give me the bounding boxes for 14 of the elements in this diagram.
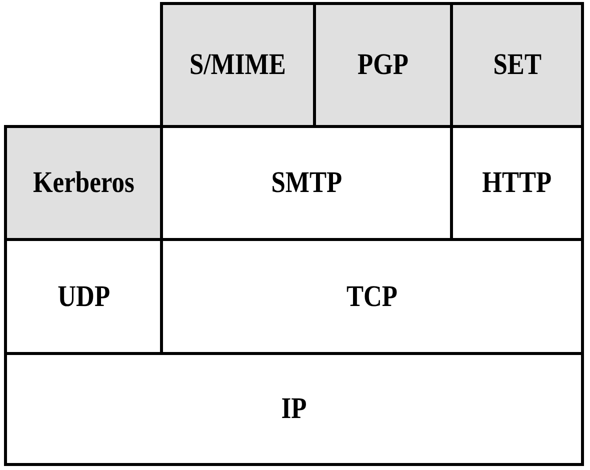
protocol-name: HTTP: [482, 166, 552, 200]
protocol-name: S/MIME: [190, 48, 286, 82]
protocol-block: [4, 125, 163, 241]
protocol-name: TCP: [346, 280, 398, 314]
protocol-name: SET: [492, 48, 542, 82]
protocol-block: [160, 2, 316, 128]
protocol-name: IP: [281, 392, 307, 426]
protocol-name: Kerberos: [32, 166, 134, 200]
protocol-name: UDP: [57, 280, 110, 314]
protocol-block: [4, 352, 584, 466]
protocol-name: PGP: [358, 48, 408, 82]
protocol-block: [450, 2, 584, 128]
protocol-name: SMTP: [271, 166, 342, 200]
protocol-block: [313, 2, 453, 128]
